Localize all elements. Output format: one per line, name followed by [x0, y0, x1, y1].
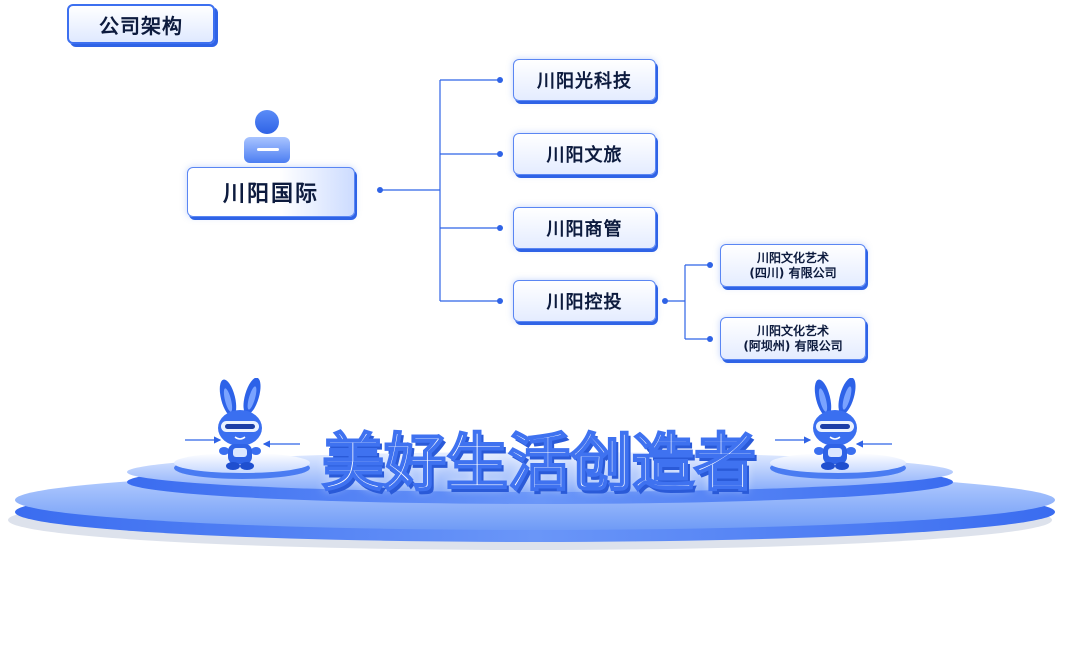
connector-dot [707, 336, 713, 342]
connector-dot [497, 151, 503, 157]
subsidiary-name-line1: 川阳文化艺术 [756, 250, 829, 265]
subsidiary-name-line2: (阿坝州) 有限公司 [743, 338, 843, 353]
connector-dot [662, 298, 668, 304]
section-tag: 公司架构 [67, 4, 215, 44]
org-node-root: 川阳国际 [187, 167, 355, 217]
connector-dot [497, 77, 503, 83]
platform-tier-top [127, 452, 953, 492]
slogan-text: 美好生活创造者 [321, 425, 757, 500]
subsidiary-name-line1: 川阳文化艺术 [756, 323, 829, 338]
connector-dot [497, 225, 503, 231]
subsidiary-name-line2: (四川) 有限公司 [749, 265, 837, 280]
person-icon [241, 108, 293, 166]
org-node-subsidiary: 川阳文化艺术 (四川) 有限公司 [720, 244, 866, 287]
connector-dot [707, 262, 713, 268]
rabbit-mascot-left [185, 376, 300, 470]
org-node-child: 川阳光科技 [513, 59, 656, 101]
connector-dot [377, 187, 383, 193]
org-node-child: 川阳控投 [513, 280, 656, 322]
org-node-subsidiary: 川阳文化艺术 (阿坝州) 有限公司 [720, 317, 866, 360]
connector-dot [497, 298, 503, 304]
rabbit-mascot-right [775, 376, 892, 470]
org-node-child: 川阳商管 [513, 207, 656, 249]
org-node-child: 川阳文旅 [513, 133, 656, 175]
